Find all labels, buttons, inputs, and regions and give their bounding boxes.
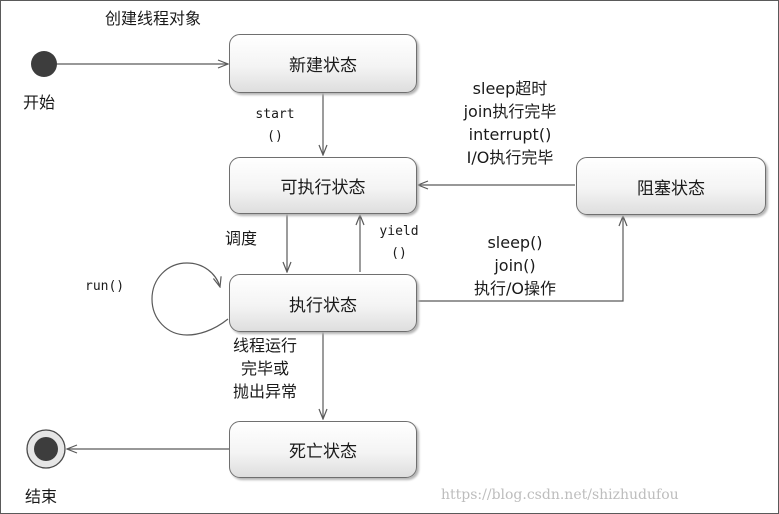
label-yield-line-2: () (391, 246, 407, 261)
label-block-enter-line-1: sleep() (487, 233, 543, 252)
label-start-line-1: start (255, 107, 295, 122)
label-block-enter-line-3: 执行/O操作 (474, 279, 556, 298)
label-start-line-2: () (267, 129, 283, 144)
label-schedule: 调度 (225, 229, 258, 248)
label-blocked-exit-line-2: join执行完毕 (463, 102, 557, 121)
label-finish: 线程运行 完毕或 抛出异常 (219, 334, 311, 403)
end-node-inner-icon (34, 437, 58, 461)
state-blocked: 阻塞状态 (576, 157, 766, 215)
end-label: 结束 (25, 487, 58, 506)
state-runnable: 可执行状态 (229, 157, 417, 214)
start-label: 开始 (23, 93, 56, 112)
watermark-url: https://blog.csdn.net/shizhudufou (441, 487, 679, 503)
label-finish-line-3: 抛出异常 (232, 382, 297, 401)
start-node-icon (31, 51, 57, 77)
arrow-running-to-blocked (417, 216, 623, 302)
label-start: start () (249, 104, 301, 148)
state-dead: 死亡状态 (229, 421, 417, 478)
label-yield: yield () (371, 221, 427, 265)
label-run: run() (85, 279, 125, 294)
state-new: 新建状态 (229, 34, 417, 93)
label-blocked-exit-line-4: I/O执行完毕 (466, 148, 554, 167)
label-finish-line-2: 完毕或 (240, 359, 289, 378)
label-blocked-exit-line-1: sleep超时 (472, 79, 548, 98)
label-block-enter: sleep() join() 执行/O操作 (456, 231, 574, 300)
label-finish-line-1: 线程运行 (232, 336, 297, 355)
label-create-thread: 创建线程对象 (105, 9, 202, 28)
state-running: 执行状态 (229, 274, 417, 332)
label-blocked-exit-line-3: interrupt() (468, 125, 552, 144)
label-block-enter-line-2: join() (494, 256, 536, 275)
arrow-run-self-loop (151, 262, 229, 336)
label-blocked-exit: sleep超时 join执行完毕 interrupt() I/O执行完毕 (441, 77, 579, 169)
label-yield-line-1: yield (379, 224, 419, 239)
